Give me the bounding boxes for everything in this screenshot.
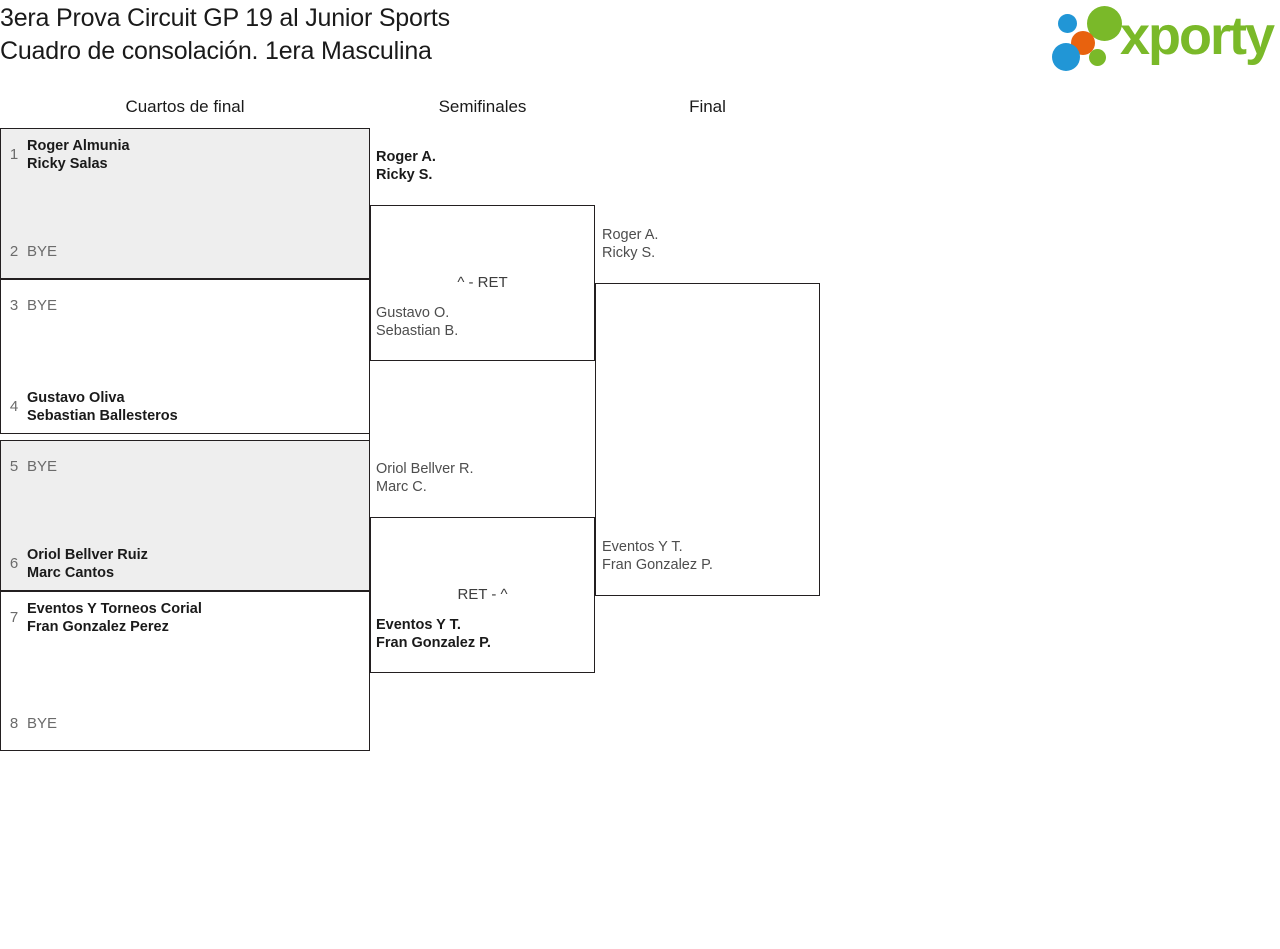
- tournament-title-line-2: Cuadro de consolación. 1era Masculina: [0, 37, 432, 65]
- competitor-names: Eventos Y Torneos Corial Fran Gonzalez P…: [27, 601, 202, 635]
- competitor-names: BYE: [27, 297, 58, 314]
- r1-match-1-slot-top[interactable]: 1 Roger Almunia Ricky Salas: [1, 137, 369, 173]
- r2-match-1-bottom-competitor: Gustavo O. Sebastian B.: [376, 305, 459, 339]
- r1-match-1-slot-bottom[interactable]: 2 BYE: [1, 234, 369, 270]
- connector-sf1-sf2-spine: [369, 361, 370, 517]
- logo-dot-blue-large: [1052, 43, 1080, 71]
- seed-number: 2: [9, 243, 19, 260]
- r2-match-2-score: RET - ^: [457, 586, 508, 603]
- r2-match-2-bottom-competitor: Eventos Y T. Fran Gonzalez P.: [376, 617, 491, 651]
- seed-number: 1: [9, 146, 19, 163]
- r1-match-2-slot-top[interactable]: 3 BYE: [1, 288, 369, 324]
- r3-match-1-bottom-competitor: Eventos Y T. Fran Gonzalez P.: [602, 539, 713, 573]
- seed-number: 4: [9, 398, 19, 415]
- r1-match-4-slot-bottom[interactable]: 8 BYE: [1, 706, 369, 742]
- page-title: 3era Prova Circuit GP 19 al Junior Sport…: [0, 2, 900, 68]
- logo-wordmark: xporty: [1120, 6, 1275, 66]
- r2-match-1-top-competitor: Roger A. Ricky S.: [376, 149, 436, 183]
- logo-dot-green-small: [1089, 49, 1106, 66]
- competitor-names: Gustavo Oliva Sebastian Ballesteros: [27, 390, 178, 424]
- competitor-names: Roger Almunia Ricky Salas: [27, 138, 130, 172]
- r1-match-3-slot-bottom[interactable]: 6 Oriol Bellver Ruiz Marc Cantos: [1, 546, 369, 582]
- r1-match-4[interactable]: 7 Eventos Y Torneos Corial Fran Gonzalez…: [0, 591, 370, 751]
- seed-number: 6: [9, 555, 19, 572]
- competitor-names: BYE: [27, 715, 58, 732]
- r2-match-1-score: ^ - RET: [457, 274, 508, 291]
- r1-match-3[interactable]: 5 BYE 6 Oriol Bellver Ruiz Marc Cantos: [0, 440, 370, 591]
- r1-match-2-slot-bottom[interactable]: 4 Gustavo Oliva Sebastian Ballesteros: [1, 389, 369, 425]
- r2-match-2[interactable]: RET - ^: [370, 517, 595, 673]
- r1-match-4-slot-top[interactable]: 7 Eventos Y Torneos Corial Fran Gonzalez…: [1, 600, 369, 636]
- seed-number: 8: [9, 715, 19, 732]
- logo-dots-icon: [1050, 6, 1134, 71]
- r3-match-1-final[interactable]: [595, 283, 820, 596]
- seed-number: 7: [9, 609, 19, 626]
- r2-match-1[interactable]: ^ - RET: [370, 205, 595, 361]
- competitor-names: Oriol Bellver Ruiz Marc Cantos: [27, 547, 148, 581]
- logo-dot-blue-small: [1058, 14, 1077, 33]
- seed-number: 5: [9, 458, 19, 475]
- r3-match-1-top-competitor: Roger A. Ricky S.: [602, 227, 659, 261]
- r1-match-1[interactable]: 1 Roger Almunia Ricky Salas 2 BYE: [0, 128, 370, 279]
- seed-number: 3: [9, 297, 19, 314]
- xporty-logo[interactable]: xporty: [1050, 4, 1278, 71]
- page-header: 3era Prova Circuit GP 19 al Junior Sport…: [0, 0, 1280, 78]
- r1-match-2[interactable]: 3 BYE 4 Gustavo Oliva Sebastian Balleste…: [0, 279, 370, 434]
- competitor-names: BYE: [27, 458, 58, 475]
- round-header-cuartos-de-final: Cuartos de final: [125, 97, 245, 116]
- round-header-final: Final: [689, 97, 726, 116]
- competitor-names: BYE: [27, 243, 58, 260]
- r2-match-2-top-competitor: Oriol Bellver R. Marc C.: [376, 461, 474, 495]
- round-header-semifinales: Semifinales: [438, 97, 527, 116]
- r1-match-3-slot-top[interactable]: 5 BYE: [1, 449, 369, 485]
- tournament-title-line-1: 3era Prova Circuit GP 19 al Junior Sport…: [0, 4, 450, 32]
